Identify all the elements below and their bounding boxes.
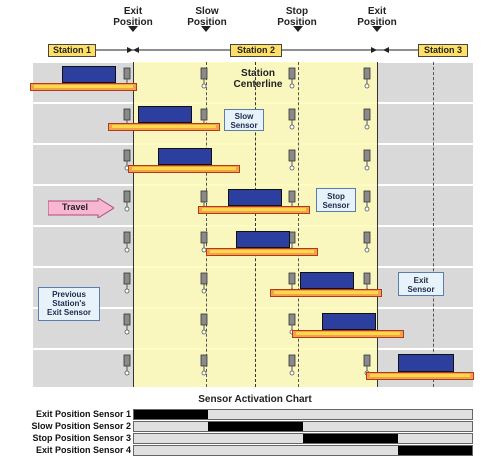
chart-row-label-4: Exit Position Sensor 4 [35, 445, 131, 455]
chart-active-segment [397, 446, 472, 455]
sensor-icon [200, 67, 208, 89]
sensor-icon [363, 67, 371, 89]
header-arrows [128, 26, 382, 32]
sensor-icon [123, 354, 131, 376]
sensor-icon [363, 190, 371, 212]
sensor-icon [123, 190, 131, 212]
slow-line [206, 62, 207, 387]
slow-sensor-callout: Slow Sensor [224, 109, 264, 131]
chart-active-segment [303, 434, 398, 443]
pallet-row-8 [366, 372, 474, 380]
car-row-7 [322, 313, 376, 330]
chart-row-label-1: Exit Position Sensor 1 [35, 409, 131, 419]
sensor-icon [123, 313, 131, 335]
car-row-5 [236, 231, 290, 248]
station-3-label: Station 3 [418, 44, 468, 57]
station-centerline-label: Station Centerline [233, 68, 283, 90]
stop-line [298, 62, 299, 387]
car-row-1 [62, 66, 116, 83]
sensor-icon [200, 313, 208, 335]
sensor-icon [363, 108, 371, 130]
chart-bar-row-4 [133, 445, 473, 456]
sensor-icon [288, 108, 296, 130]
pallet-row-1 [30, 83, 137, 91]
stop-position-header: Stop Position [277, 6, 317, 28]
exit-sensor-callout: Exit Sensor [398, 272, 444, 296]
chart-bar-row-1 [133, 409, 473, 420]
chart-bar-row-2 [133, 421, 473, 432]
car-row-6 [300, 272, 354, 289]
chart-row-label-2: Slow Position Sensor 2 [31, 421, 131, 431]
slow-position-header: Slow Position [187, 6, 227, 28]
car-row-3 [158, 148, 212, 165]
car-row-4 [228, 189, 282, 206]
travel-label: Travel [61, 202, 89, 212]
exit-line-right [377, 62, 378, 387]
pallet-row-2 [108, 123, 220, 131]
pallet-row-7 [292, 330, 404, 338]
chart-active-segment [208, 422, 303, 431]
car-row-8 [398, 354, 454, 372]
exit-line-left [133, 62, 134, 387]
sensor-icon [363, 231, 371, 253]
chart-row-label-3: Stop Position Sensor 3 [32, 433, 131, 443]
pallet-row-4 [198, 206, 310, 214]
sensor-icon [200, 354, 208, 376]
exit-position-right-header: Exit Position [357, 6, 397, 28]
travel-arrow: Travel [47, 197, 115, 219]
station-1-label: Station 1 [48, 44, 96, 57]
exit-position-left-header: Exit Position [113, 6, 153, 28]
sensor-icon [200, 272, 208, 294]
chart-bar-row-3 [133, 433, 473, 444]
sensor-icon [288, 149, 296, 171]
station-2-label: Station 2 [230, 44, 282, 57]
car-row-2 [138, 106, 192, 123]
sensor-layer [123, 67, 371, 376]
sensor-icon [288, 67, 296, 89]
sensor-icon [123, 231, 131, 253]
previous-exit-sensor-callout: Previous Station's Exit Sensor [38, 287, 100, 321]
chart-active-segment [134, 410, 209, 419]
station3-line [433, 62, 434, 387]
stop-sensor-callout: Stop Sensor [316, 188, 356, 212]
sensor-icon [363, 149, 371, 171]
chart-title: Sensor Activation Chart [198, 394, 312, 405]
sensor-icon [288, 354, 296, 376]
pallet-row-3 [128, 165, 240, 173]
sensor-activation-chart: Exit Position Sensor 1 Slow Position Sen… [0, 408, 481, 459]
pallet-row-6 [270, 289, 382, 297]
pallet-row-5 [206, 248, 318, 256]
station-span-arrows [96, 47, 418, 53]
centerline [255, 62, 256, 387]
sensor-icon [123, 272, 131, 294]
